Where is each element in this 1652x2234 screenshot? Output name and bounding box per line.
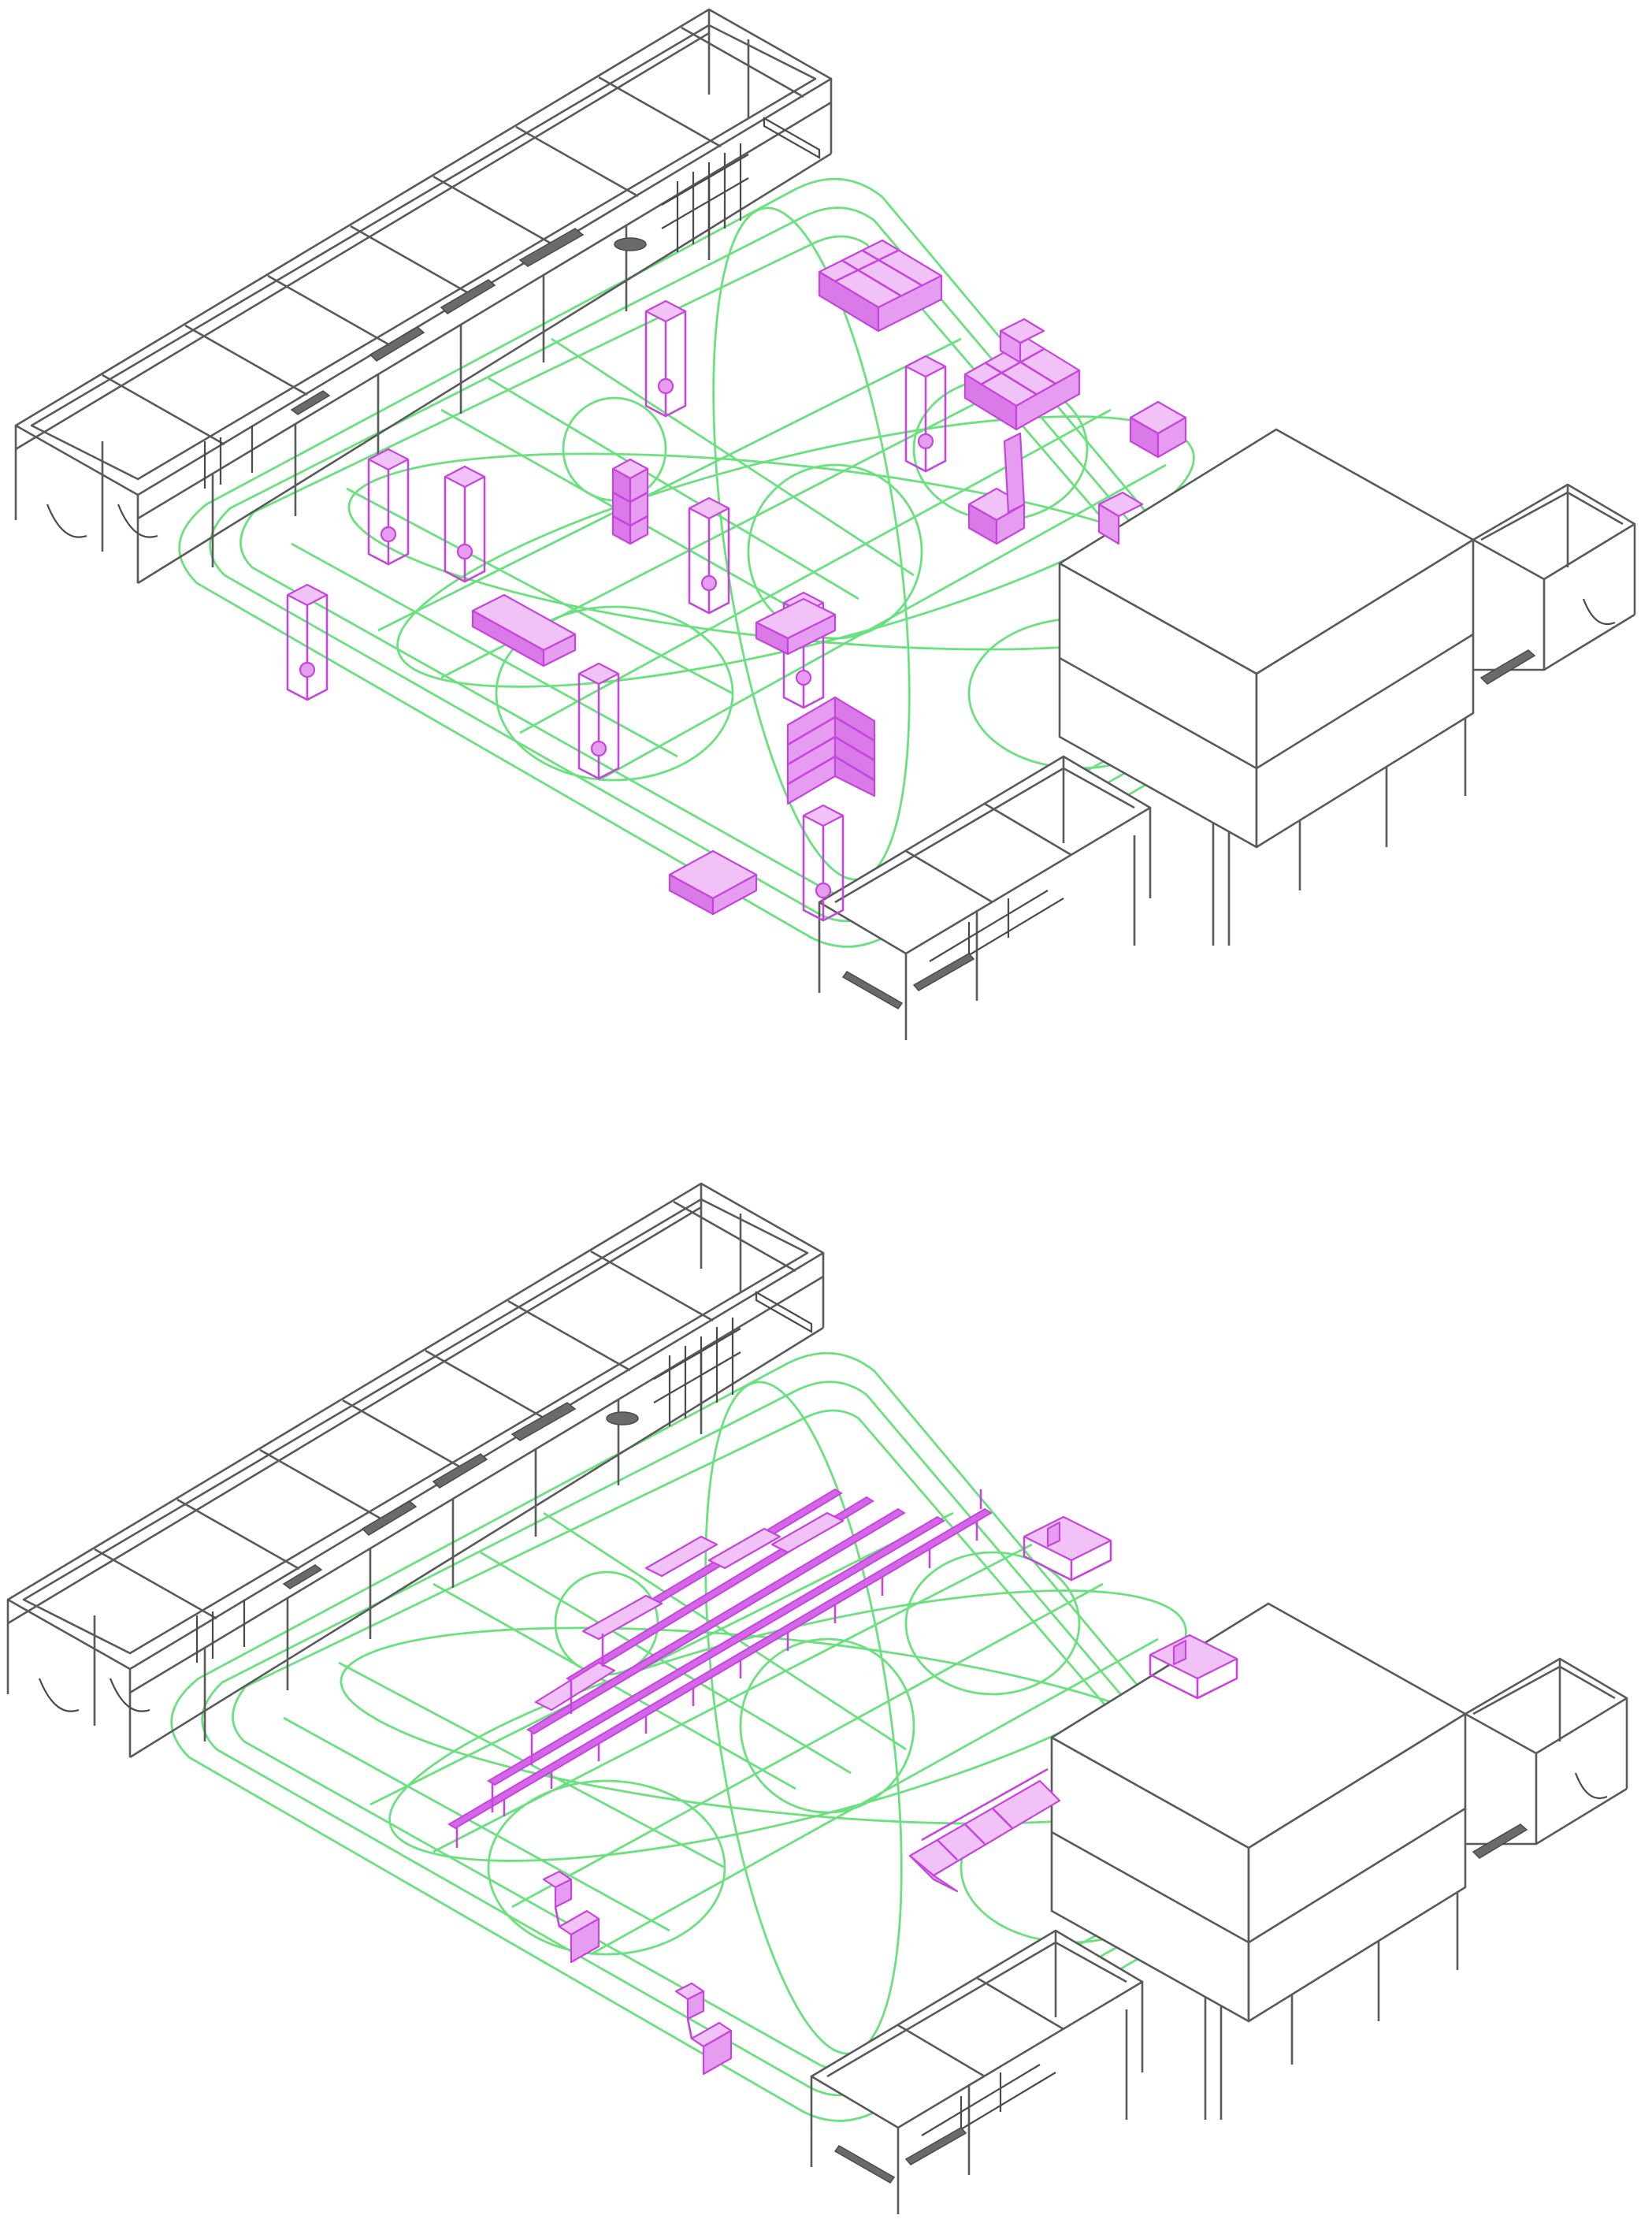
top-view <box>14 8 1636 1042</box>
tall-cabinet <box>444 465 486 583</box>
bench-module <box>1149 1634 1238 1700</box>
stepped-seat <box>674 1982 733 2076</box>
cube-wall <box>786 696 876 805</box>
tiered-tables <box>447 1488 993 1848</box>
l-block <box>967 432 1026 545</box>
slab-module <box>908 1767 1061 1893</box>
bench-block <box>471 593 577 667</box>
bottom-view <box>6 1182 1628 2216</box>
cabinet-modules-top <box>286 239 1187 922</box>
cube-cluster <box>963 318 1081 431</box>
cube-cluster <box>818 239 943 333</box>
tall-cabinet <box>286 583 329 701</box>
tall-cabinet <box>802 804 845 922</box>
tall-cabinet <box>577 662 620 780</box>
stepped-seat <box>542 1870 600 1964</box>
tall-cabinet <box>688 496 730 615</box>
tall-cabinet <box>904 355 947 473</box>
bench-module <box>1023 1515 1112 1582</box>
tall-cabinet <box>644 299 687 418</box>
table-modules-bottom <box>447 1488 1238 2076</box>
cube-cluster <box>755 597 837 656</box>
cube-cluster <box>1129 400 1187 459</box>
cube-cluster <box>668 849 758 916</box>
cube-cluster <box>1097 491 1144 545</box>
cube-stack <box>611 458 649 545</box>
tall-cabinet <box>367 448 410 566</box>
